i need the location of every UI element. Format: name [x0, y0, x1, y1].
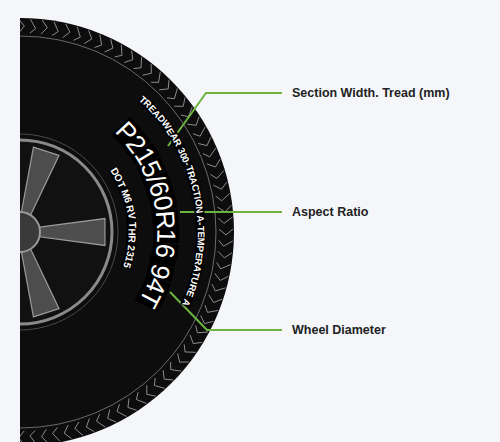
- tread-pattern: [20, 19, 233, 442]
- tread-groove: [212, 284, 226, 291]
- wheel-spoke: [21, 249, 59, 317]
- tread-groove: [163, 370, 173, 380]
- tread-groove: [134, 57, 142, 68]
- tread-groove: [213, 182, 227, 189]
- tread-groove: [174, 97, 185, 106]
- tread-groove: [75, 422, 83, 435]
- wheel-hub: [20, 212, 40, 252]
- tread-groove: [136, 392, 146, 403]
- tread-groove: [64, 425, 71, 439]
- tread-groove: [115, 45, 122, 57]
- tread-groove: [74, 27, 81, 40]
- tread-groove: [178, 353, 189, 362]
- tread-groove: [117, 404, 126, 416]
- tread-groove: [167, 88, 177, 98]
- tread-groove: [20, 19, 24, 33]
- tread-groove: [198, 137, 211, 145]
- tread-groove: [190, 335, 202, 344]
- tread-groove: [105, 39, 113, 52]
- tread-groove: [63, 24, 70, 38]
- tread-groove: [219, 217, 233, 223]
- tread-groove: [193, 127, 205, 136]
- tread-groove: [42, 429, 49, 442]
- tread-groove: [30, 19, 36, 33]
- tread-groove: [211, 170, 224, 178]
- tread-groove: [159, 80, 169, 90]
- tread-groove: [30, 430, 36, 442]
- tread-groove: [205, 305, 218, 312]
- leader-line: [170, 292, 282, 330]
- tread-groove: [215, 273, 229, 280]
- wheel-spoke: [21, 147, 59, 215]
- tread-groove: [143, 64, 152, 75]
- tread-groove: [41, 20, 47, 34]
- tread-groove: [53, 427, 60, 441]
- tire-body: [20, 18, 234, 442]
- leader-lines: [168, 93, 282, 330]
- tread-groove: [201, 315, 214, 323]
- tread-groove: [203, 148, 216, 157]
- wheel-rim: [20, 140, 112, 324]
- sidewall-line: [20, 36, 216, 428]
- wheel-spoke: [39, 219, 105, 246]
- tire: [20, 18, 234, 442]
- callout-label: Wheel Diameter: [290, 322, 388, 338]
- tread-groove: [219, 240, 233, 246]
- tread-groove: [96, 414, 105, 427]
- tread-groove: [108, 410, 116, 422]
- tread-groove: [207, 159, 220, 167]
- bead-line: [20, 134, 118, 330]
- tread-groove: [128, 399, 137, 411]
- leader-line: [168, 93, 282, 146]
- tread-groove: [217, 262, 231, 268]
- tread-groove: [217, 205, 231, 212]
- callout-label: Section Width. Tread (mm): [290, 85, 452, 101]
- tread-groove: [95, 35, 102, 48]
- callout-label: Aspect Ratio: [290, 204, 370, 220]
- tread-groove: [154, 378, 164, 388]
- tread-groove: [171, 362, 182, 371]
- tread-groove: [184, 344, 196, 352]
- tread-groove: [209, 295, 222, 303]
- tread-groove: [20, 431, 24, 442]
- tread-groove: [216, 194, 230, 201]
- tread-groove: [86, 419, 94, 432]
- tread-groove: [218, 251, 232, 257]
- tread-groove: [151, 72, 160, 83]
- tread-groove: [52, 22, 58, 36]
- tread-groove: [84, 30, 92, 43]
- tread-groove: [147, 385, 156, 396]
- tread-groove: [219, 229, 233, 235]
- tread-groove: [124, 51, 133, 63]
